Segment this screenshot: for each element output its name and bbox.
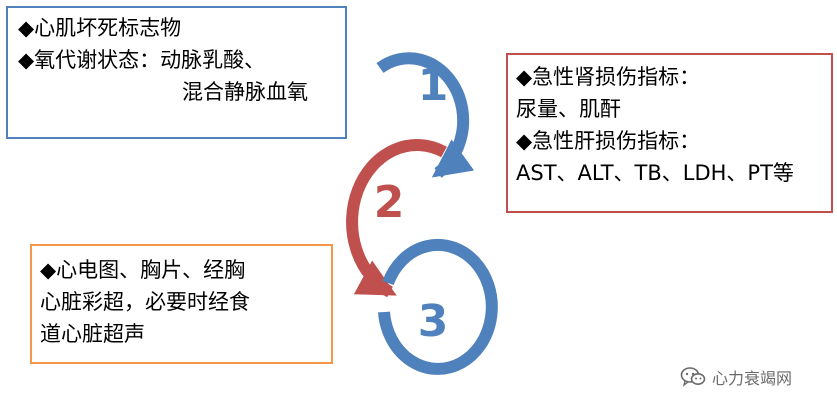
watermark: 心力衰竭网 [680,364,792,390]
wechat-icon [680,366,706,388]
step-1-arrow [376,52,475,178]
box-blue-line-2: ◆氧代谢状态：动脉乳酸、 [18,48,266,72]
box-blue-line-3: 混合静脉血氧 [182,80,308,104]
box-red-line-3: ◆急性肝损伤指标： [516,129,701,153]
box-orange-line-1: ◆心电图、胸片、经胸 [40,258,246,282]
organ-injury-box: ◆急性肾损伤指标： 尿量、肌酐 ◆急性肝损伤指标： AST、ALT、TB、LDH… [506,53,833,213]
monitoring-box: ◆心肌坏死标志物 ◆氧代谢状态：动脉乳酸、 混合静脉血氧 [6,6,347,139]
watermark-text: 心力衰竭网 [712,369,793,388]
step-2-number: 2 [374,177,405,228]
step-1-number: 1 [418,60,449,111]
box-red-line-4: AST、ALT、TB、LDH、PT等 [516,161,794,185]
step-3-number: 3 [418,296,449,347]
step-2-arrow [346,139,447,298]
box-red-line-1: ◆急性肾损伤指标： [516,65,701,89]
step-3-ring [378,238,498,375]
box-orange-line-3: 道心脏超声 [40,322,145,346]
box-orange-line-2: 心脏彩超，必要时经食 [40,290,250,314]
box-blue-line-1: ◆心肌坏死标志物 [18,16,182,40]
box-red-line-2: 尿量、肌酐 [516,97,621,121]
imaging-box: ◆心电图、胸片、经胸 心脏彩超，必要时经食 道心脏超声 [30,244,333,364]
